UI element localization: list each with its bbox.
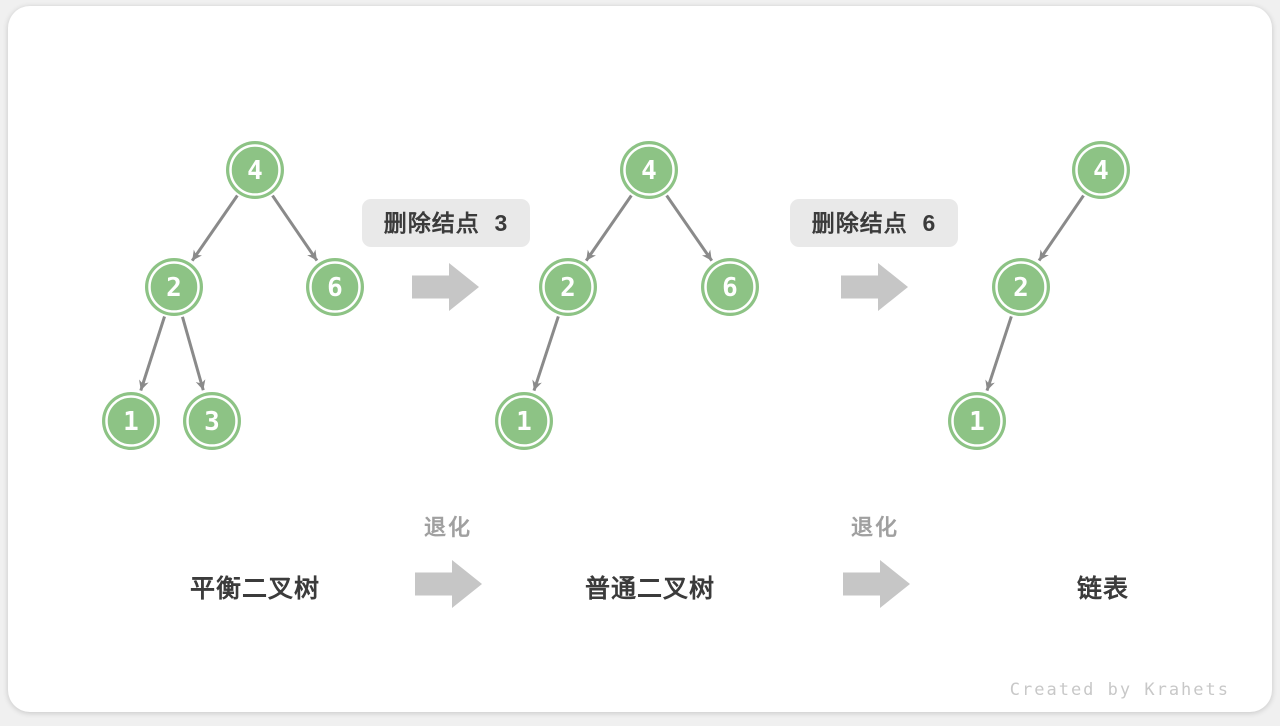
node-circle bbox=[992, 258, 1050, 316]
transition-arrow-1-icon bbox=[412, 263, 479, 311]
stage-label-balanced-binary-tree: 平衡二叉树 bbox=[189, 575, 320, 603]
node-value: 4 bbox=[641, 156, 657, 186]
node-inner-ring bbox=[542, 261, 594, 313]
stage-label-ordinary-binary-tree: 普通二叉树 bbox=[584, 575, 715, 603]
tree-node-4: 4 bbox=[1072, 141, 1130, 199]
tree-node-6: 6 bbox=[701, 258, 759, 316]
tree-node-6: 6 bbox=[306, 258, 364, 316]
node-circle bbox=[701, 258, 759, 316]
node-value: 1 bbox=[123, 407, 139, 437]
diagram-card: 4 2 6 1 3 4 2 6 1 4 2 1 删除结点 3 删除结点 6 退化 退化 平衡二叉树 普… bbox=[8, 6, 1272, 712]
node-inner-ring bbox=[951, 395, 1003, 447]
tree-node-2: 2 bbox=[145, 258, 203, 316]
tree-node-4: 4 bbox=[620, 141, 678, 199]
node-value: 4 bbox=[1093, 156, 1109, 186]
node-value: 2 bbox=[166, 273, 182, 303]
node-circle bbox=[226, 141, 284, 199]
node-inner-ring bbox=[309, 261, 361, 313]
node-inner-ring bbox=[995, 261, 1047, 313]
tree-node-2: 2 bbox=[539, 258, 597, 316]
degrade-label-1: 退化 bbox=[423, 515, 472, 540]
tree-node-1: 1 bbox=[102, 392, 160, 450]
tree-node-3: 3 bbox=[183, 392, 241, 450]
tree-node-2: 2 bbox=[992, 258, 1050, 316]
node-value: 6 bbox=[722, 273, 738, 303]
tree-edge-arrow bbox=[584, 194, 633, 262]
tree-2: 4 2 1 bbox=[948, 141, 1130, 450]
node-value: 6 bbox=[327, 273, 343, 303]
node-inner-ring bbox=[105, 395, 157, 447]
node-inner-ring bbox=[229, 144, 281, 196]
degrade-arrow-1-icon bbox=[415, 560, 482, 608]
node-circle bbox=[948, 392, 1006, 450]
tree-edge-arrow bbox=[985, 315, 1013, 392]
delete-node-3-label: 删除结点 3 bbox=[362, 199, 530, 247]
tree-edge-arrow bbox=[190, 194, 239, 262]
tree-edge-arrow bbox=[532, 315, 560, 392]
tree-node-1: 1 bbox=[948, 392, 1006, 450]
tree-1: 4 2 6 1 bbox=[495, 141, 759, 450]
tree-edge-arrow bbox=[665, 194, 714, 262]
tree-edge-arrow bbox=[181, 316, 206, 391]
node-inner-ring bbox=[623, 144, 675, 196]
node-value: 2 bbox=[1013, 273, 1029, 303]
degrade-label-2: 退化 bbox=[850, 515, 899, 540]
node-inner-ring bbox=[498, 395, 550, 447]
node-value: 1 bbox=[969, 407, 985, 437]
node-value: 1 bbox=[516, 407, 532, 437]
tree-node-4: 4 bbox=[226, 141, 284, 199]
node-circle bbox=[102, 392, 160, 450]
node-value: 4 bbox=[247, 156, 263, 186]
node-inner-ring bbox=[186, 395, 238, 447]
node-circle bbox=[539, 258, 597, 316]
degrade-arrow-2-icon bbox=[843, 560, 910, 608]
node-value: 2 bbox=[560, 273, 576, 303]
node-inner-ring bbox=[704, 261, 756, 313]
tree-edge-arrow bbox=[139, 316, 166, 391]
node-circle bbox=[1072, 141, 1130, 199]
node-circle bbox=[620, 141, 678, 199]
tree-0: 4 2 6 1 3 bbox=[102, 141, 364, 450]
tree-edge-arrow bbox=[271, 194, 319, 262]
binary-trees-canvas: 4 2 6 1 3 4 2 6 1 4 2 1 bbox=[102, 141, 1130, 450]
stage-label-linked-list: 链表 bbox=[1076, 575, 1129, 603]
node-circle bbox=[145, 258, 203, 316]
credit-text: Created by Krahets bbox=[1009, 680, 1230, 700]
node-circle bbox=[495, 392, 553, 450]
tree-node-1: 1 bbox=[495, 392, 553, 450]
transition-arrow-2-icon bbox=[841, 263, 908, 311]
node-circle bbox=[183, 392, 241, 450]
delete-node-6-label: 删除结点 6 bbox=[790, 199, 958, 247]
node-circle bbox=[306, 258, 364, 316]
node-inner-ring bbox=[148, 261, 200, 313]
node-value: 3 bbox=[204, 407, 220, 437]
tree-edge-arrow bbox=[1037, 194, 1085, 262]
node-inner-ring bbox=[1075, 144, 1127, 196]
